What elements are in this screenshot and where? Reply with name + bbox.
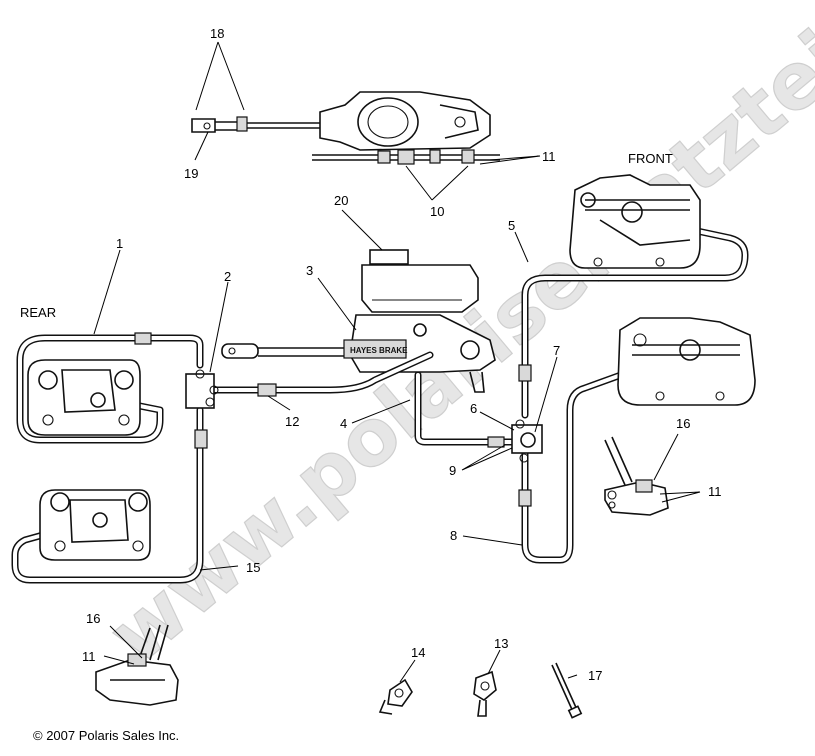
clamp-13 [473,670,497,717]
copyright: © 2007 Polaris Sales Inc. [33,728,179,743]
callouts: 1 2 3 4 5 6 7 8 9 10 11 11 11 12 13 14 1… [82,26,722,683]
callout-19: 19 [184,166,198,181]
callout-5: 5 [508,218,515,233]
leader-lines [93,41,701,683]
rear-label: REAR [20,305,56,320]
front-label: FRONT [628,151,673,166]
brake-switch-right [604,436,669,516]
callout-12: 12 [285,414,299,429]
callout-11-right: 11 [708,484,722,499]
callout-4: 4 [340,416,347,431]
callout-3: 3 [306,263,313,278]
callout-10: 10 [430,204,444,219]
brand-label: HAYES BRAKE [350,346,408,355]
callout-16-right: 16 [676,416,690,431]
callout-20: 20 [334,193,348,208]
callout-11-left: 11 [82,649,96,664]
callout-6: 6 [470,401,477,416]
callout-18: 18 [210,26,224,41]
rear-caliper-upper [27,359,141,436]
callout-2: 2 [224,269,231,284]
master-cylinder-top [191,91,500,165]
cable-tie-17 [551,662,583,719]
clamp-14 [378,678,413,715]
reservoir-master-cylinder: HAYES BRAKE [221,249,496,393]
rear-brake-lines [11,332,434,584]
front-caliper-lower [617,317,756,406]
callout-16-left: 16 [86,611,100,626]
callout-14: 14 [411,645,425,660]
callout-9: 9 [449,463,456,478]
rear-caliper-lower [39,489,151,561]
callout-13: 13 [494,636,508,651]
callout-17: 17 [588,668,602,683]
front-caliper-upper [569,174,701,269]
callout-7: 7 [553,343,560,358]
callout-11-top: 11 [542,149,556,164]
brake-switch-left [95,624,179,706]
callout-1: 1 [116,236,123,251]
callout-15: 15 [246,560,260,575]
callout-8: 8 [450,528,457,543]
front-brake-lines [414,218,749,564]
